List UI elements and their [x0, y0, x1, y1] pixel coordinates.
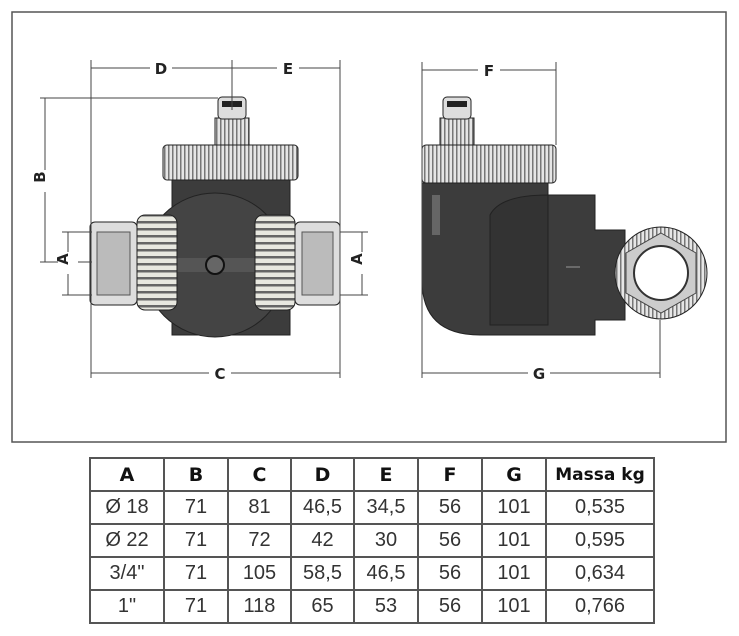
side-dimension-lines — [421, 62, 661, 378]
dim-d-label: D — [155, 60, 167, 78]
header-cell: F — [417, 457, 483, 492]
table-header-row: A B C D E F G Massa kg — [89, 457, 655, 492]
table-cell: 71 — [163, 589, 229, 624]
table-cell: 0,766 — [545, 589, 655, 624]
air-vent — [214, 117, 250, 146]
table-cell: 46,5 — [290, 490, 355, 525]
front-view — [89, 96, 341, 338]
dim-g-label: G — [533, 365, 545, 383]
table-cell: 0,634 — [545, 556, 655, 591]
table-cell: 0,535 — [545, 490, 655, 525]
header-cell: C — [227, 457, 292, 492]
table-cell: 72 — [227, 523, 292, 558]
table-cell: 65 — [290, 589, 355, 624]
table-cell: 3/4" — [89, 556, 165, 591]
header-cell: G — [481, 457, 547, 492]
table-cell: 71 — [163, 490, 229, 525]
side-air-vent — [439, 117, 475, 146]
header-cell: B — [163, 457, 229, 492]
table-cell: 0,595 — [545, 523, 655, 558]
table-cell: 58,5 — [290, 556, 355, 591]
table-cell: 56 — [417, 490, 483, 525]
header-cell: A — [89, 457, 165, 492]
table-cell: 101 — [481, 556, 547, 591]
table-cell: 34,5 — [353, 490, 419, 525]
top-cap — [162, 144, 299, 181]
header-cell: E — [353, 457, 419, 492]
table-cell: 1" — [89, 589, 165, 624]
table-cell: 56 — [417, 556, 483, 591]
table-cell: 105 — [227, 556, 292, 591]
table-cell: 56 — [417, 589, 483, 624]
table-cell: 101 — [481, 490, 547, 525]
header-cell: D — [290, 457, 355, 492]
table-cell: 71 — [163, 523, 229, 558]
table-cell: 30 — [353, 523, 419, 558]
table-cell: 56 — [417, 523, 483, 558]
table-cell: Ø 18 — [89, 490, 165, 525]
table-cell: 101 — [481, 523, 547, 558]
table-cell: 42 — [290, 523, 355, 558]
left-union — [136, 214, 178, 311]
dim-e-label: E — [283, 60, 293, 78]
side-top-cap — [421, 144, 557, 184]
center-screw — [205, 255, 225, 275]
table-cell: Ø 22 — [89, 523, 165, 558]
dim-b-label: B — [31, 171, 49, 182]
dim-f-label: F — [484, 62, 494, 80]
technical-drawing: D E B A A C F G — [11, 11, 727, 443]
table-cell: 71 — [163, 556, 229, 591]
dim-a-right-label: A — [348, 253, 366, 265]
table-cell: 53 — [353, 589, 419, 624]
side-view — [421, 96, 708, 336]
right-union — [254, 214, 296, 311]
table-cell: 101 — [481, 589, 547, 624]
table-cell: 81 — [227, 490, 292, 525]
table-cell: 118 — [227, 589, 292, 624]
header-cell: Massa kg — [545, 457, 655, 492]
dim-c-label: C — [214, 365, 225, 383]
dim-a-left-label: A — [54, 253, 72, 265]
table-cell: 46,5 — [353, 556, 419, 591]
